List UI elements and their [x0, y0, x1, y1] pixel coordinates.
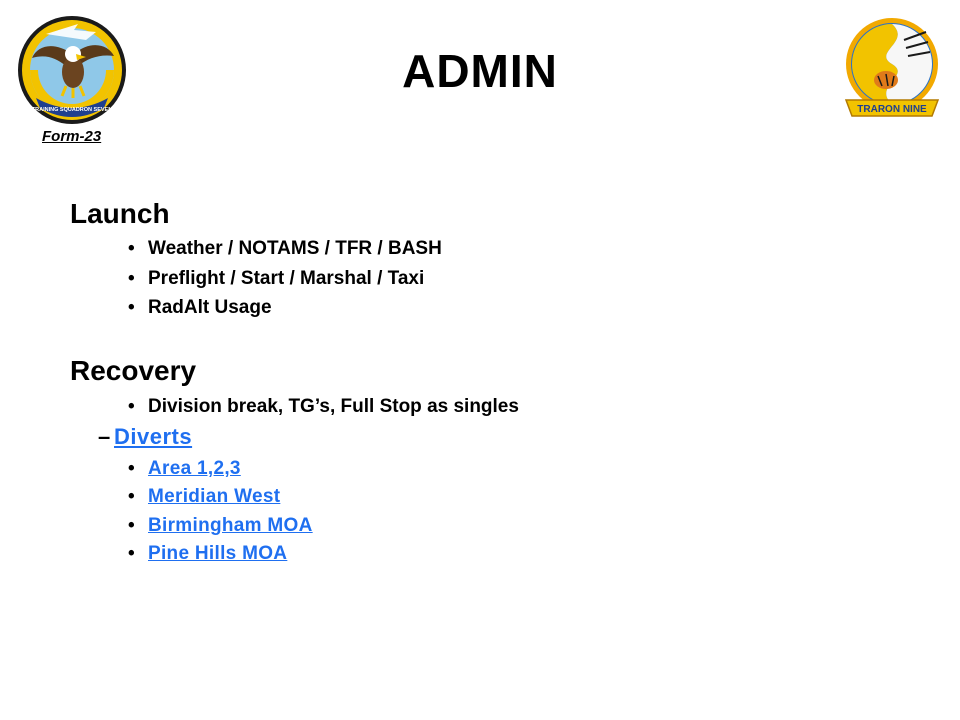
form-label: Form-23: [42, 128, 102, 145]
launch-item: • RadAlt Usage: [128, 297, 272, 319]
launch-heading: Launch: [70, 198, 170, 229]
divert-item: • Area 1,2,3: [128, 458, 241, 480]
bullet-icon: •: [128, 396, 135, 417]
bullet-icon: •: [128, 543, 135, 564]
dash-icon: –: [98, 424, 111, 449]
training-squadron-seven-logo: TRAINING SQUADRON SEVEN: [18, 16, 126, 124]
bullet-icon: •: [128, 458, 135, 479]
left-logo-ring-text: TRAINING SQUADRON SEVEN: [32, 107, 112, 113]
right-logo-banner-text: TRARON NINE: [857, 104, 927, 115]
recovery-heading: Recovery: [70, 355, 197, 386]
page-title: ADMIN: [402, 45, 558, 97]
recovery-item-label: Division break, TG’s, Full Stop as singl…: [148, 396, 519, 417]
divert-item: • Meridian West: [128, 486, 280, 508]
bullet-icon: •: [128, 238, 135, 259]
launch-item-label: Preflight / Start / Marshal / Taxi: [148, 268, 425, 289]
launch-item: • Weather / NOTAMS / TFR / BASH: [128, 238, 442, 260]
diverts-link[interactable]: Diverts: [114, 424, 193, 449]
divert-link-area-1-2-3[interactable]: Area 1,2,3: [148, 458, 241, 479]
bullet-icon: •: [128, 268, 135, 289]
bullet-icon: •: [128, 486, 135, 507]
launch-item-label: RadAlt Usage: [148, 297, 272, 318]
divert-link-meridian-west[interactable]: Meridian West: [148, 486, 281, 507]
bullet-icon: •: [128, 515, 135, 536]
divert-item: • Pine Hills MOA: [128, 543, 287, 565]
diverts-row: –Diverts: [98, 424, 192, 450]
bullet-icon: •: [128, 297, 135, 318]
divert-link-pine-hills-moa[interactable]: Pine Hills MOA: [148, 543, 288, 564]
recovery-item: • Division break, TG’s, Full Stop as sing…: [128, 396, 519, 418]
launch-item: • Preflight / Start / Marshal / Taxi: [128, 268, 424, 290]
launch-item-label: Weather / NOTAMS / TFR / BASH: [148, 238, 442, 259]
traron-nine-logo: TRARON NINE: [844, 18, 940, 117]
divert-link-birmingham-moa[interactable]: Birmingham MOA: [148, 515, 313, 536]
divert-item: • Birmingham MOA: [128, 515, 313, 537]
